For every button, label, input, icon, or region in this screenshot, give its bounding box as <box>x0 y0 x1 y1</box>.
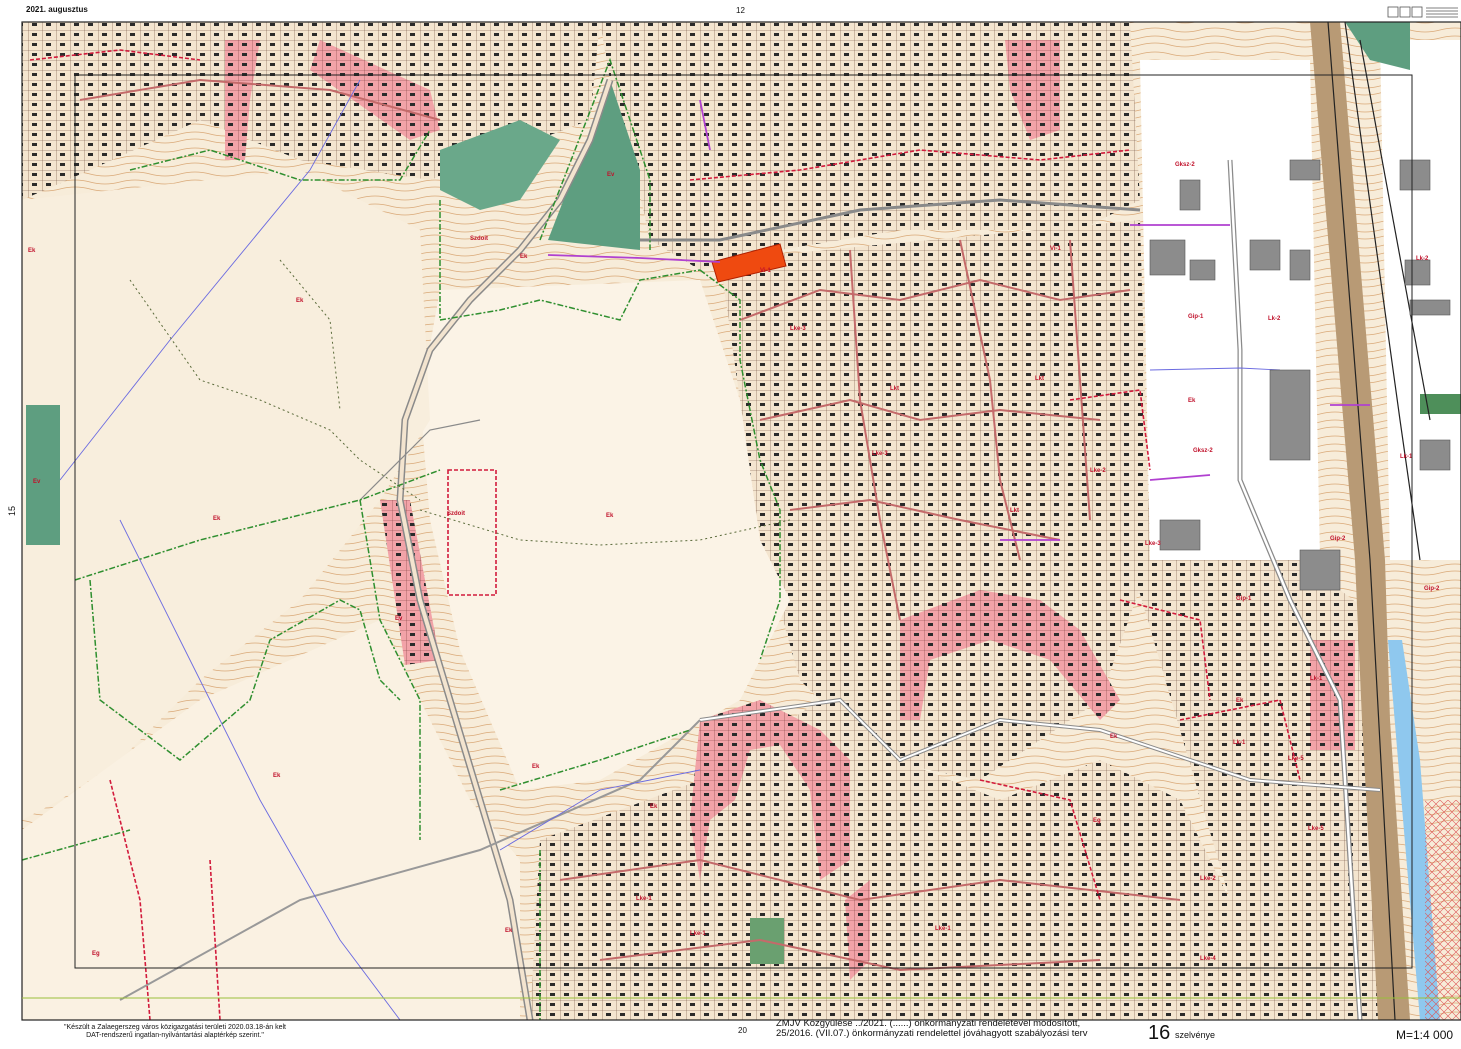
map-label: Ek <box>1110 734 1118 740</box>
map-label: Lke-1 <box>690 931 706 937</box>
map-label: Lke-5 <box>1308 826 1324 832</box>
map-label: Lke-3 <box>790 326 806 332</box>
map-label: Ek <box>213 516 221 522</box>
west-hill-area <box>22 170 430 820</box>
industrial-zone <box>1140 60 1320 560</box>
sheet-number: 16 <box>1148 1022 1171 1044</box>
decree-line-1: ZMJV Közgyűlése ../2021. (......) önkorm… <box>776 1018 1081 1029</box>
railway-corridor <box>1310 22 1410 1020</box>
map-label: Gip-2 <box>1330 536 1346 542</box>
map-label: Ek <box>28 248 36 254</box>
road-network <box>119 78 1381 1021</box>
forest-zone-small <box>440 120 560 210</box>
section-number-bottom: 20 <box>738 1026 747 1035</box>
section-number-left: 15 <box>7 505 17 516</box>
map-label: Gip-1 <box>1188 314 1204 320</box>
map-label: Lke-1 <box>636 896 652 902</box>
section-number-top: 12 <box>736 6 745 15</box>
zone-boundaries <box>29 49 1301 1021</box>
map-label: Ev <box>33 479 41 485</box>
hatched-zone <box>1425 800 1461 1020</box>
footpaths <box>129 259 791 546</box>
decree-text: ZMJV Közgyűlése ../2021. (......) önkorm… <box>776 1019 1146 1039</box>
map-scale: M=1:4 000 <box>1396 1028 1454 1042</box>
map-label: Lk-2 <box>1268 316 1281 322</box>
pink-zone-2 <box>310 40 440 140</box>
pink-zone-north <box>1005 40 1060 140</box>
map-label: Lk-1 <box>1400 454 1413 460</box>
map-label: Lke-2 <box>1200 876 1216 882</box>
map-date: 2021. augusztus <box>26 5 88 14</box>
map-label: Ek <box>650 804 658 810</box>
northeast-residential-area <box>600 22 1140 270</box>
map-label: Lk-1 <box>1310 676 1323 682</box>
railway-tracks <box>1327 21 1431 1021</box>
map-label: Lke-4 <box>1200 956 1216 962</box>
decree-line-2: 25/2016. (VII.07.) önkormányzati rendele… <box>776 1028 1088 1039</box>
map-label: Lkt <box>890 386 899 392</box>
pink-zone-central <box>900 590 1120 720</box>
zone-labels: Ek Ek Ek Ek Ek Ek Ek Ek Ek Ek Ek Ek Eg E… <box>28 162 1440 962</box>
map-label: Gksz-2 <box>1193 448 1213 454</box>
map-label: Ek <box>273 773 281 779</box>
map-label: Gip-2 <box>1424 586 1440 592</box>
map-label: Ev <box>607 172 615 178</box>
map-label: Vi-1 <box>1050 246 1062 252</box>
map-label: Ek <box>296 298 304 304</box>
map-label: Lk-2 <box>1416 256 1429 262</box>
map-label: Lke-3 <box>872 451 888 457</box>
credits-line-1: "Készült a Zalaegerszeg város közigazgat… <box>64 1024 286 1031</box>
hill-open-area <box>420 280 790 790</box>
map-label: Ek <box>505 928 513 934</box>
green-strip-east <box>1420 394 1461 414</box>
local-streets <box>79 78 1181 972</box>
map-label: Ek <box>1236 698 1244 704</box>
forest-zone-northeast <box>1345 22 1410 70</box>
green-boundaries <box>21 57 781 1020</box>
title-logo <box>1387 6 1458 18</box>
purple-lines <box>547 99 1370 541</box>
map-label: Lke-5 <box>1288 756 1304 762</box>
map-label: Vi-1 <box>760 268 772 274</box>
map-label: Gksz-2 <box>1175 162 1195 168</box>
forest-zone-west <box>26 405 60 545</box>
map-label: Szdoit <box>447 511 465 517</box>
map-label: Ek <box>532 764 540 770</box>
map-label: Ev <box>395 616 403 622</box>
map-label: Lke-1 <box>935 926 951 932</box>
map-label: Lkt <box>1010 508 1019 514</box>
map-label: Eg <box>92 951 100 957</box>
map-label: Lk-1 <box>1233 740 1246 746</box>
section-frame <box>74 74 1413 969</box>
map-label: Lke-3 <box>1145 541 1161 547</box>
map-label: Lkt <box>1035 376 1044 382</box>
sheet-word: szelvénye <box>1175 1030 1216 1040</box>
forest-zone-north <box>548 80 640 250</box>
credits-line-2: DAT-rendszerű ingatlan-nyilvántartási al… <box>86 1032 264 1039</box>
industrial-buildings <box>1149 159 1451 591</box>
blue-lines <box>59 79 1281 1021</box>
highlighted-plot <box>711 243 787 283</box>
map-label: Ek <box>606 513 614 519</box>
map-label: Ek <box>520 254 528 260</box>
map-outer-frame <box>21 21 1461 1021</box>
map-label: Gip-1 <box>1236 596 1252 602</box>
map-label: Szdoit <box>470 236 488 242</box>
map-label: Eg <box>1093 818 1101 824</box>
map-label: Lke-2 <box>1090 468 1106 474</box>
pink-zone-1 <box>225 40 260 160</box>
map-credits: "Készült a Zalaegerszeg város közigazgat… <box>30 1024 320 1040</box>
map-label: Ek <box>1188 398 1196 404</box>
pink-zone-south <box>845 880 870 980</box>
pink-zone-loop <box>690 700 850 880</box>
